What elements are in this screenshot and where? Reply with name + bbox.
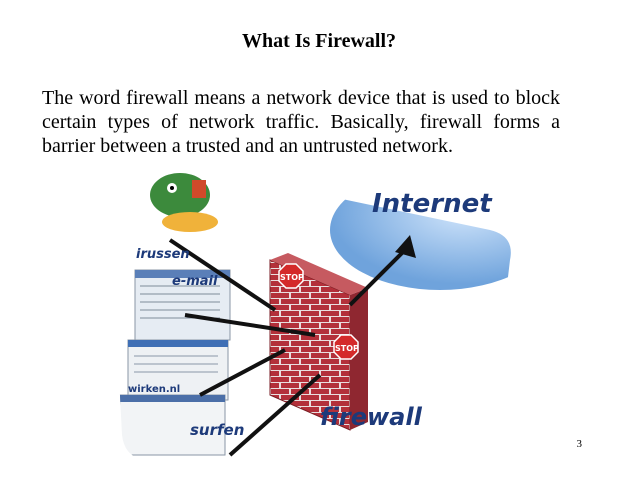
stop-label-top: STOP [280,273,304,282]
stop-sign-bottom [333,334,359,360]
slide-title: What Is Firewall? [241,30,397,52]
email-label: e-mail [172,274,218,289]
firewall-illustration: Internet firewall STOP STOP irussen e-ma… [110,163,511,460]
surf-label: surfen [190,421,244,439]
firewall-label: firewall [320,403,423,431]
page-number: 3 [576,438,583,450]
website-label: wirken.nl [128,384,180,395]
traffic-arrows [168,238,412,457]
virus-creature [150,173,218,232]
screenshot-stack [119,269,231,456]
internet-label: Internet [372,189,493,219]
stop-sign-top [278,263,304,289]
viruses-label: irussen [136,247,190,262]
slide-body-text: The word firewall means a network device… [42,87,560,157]
stop-label-bottom: STOP [335,344,359,353]
